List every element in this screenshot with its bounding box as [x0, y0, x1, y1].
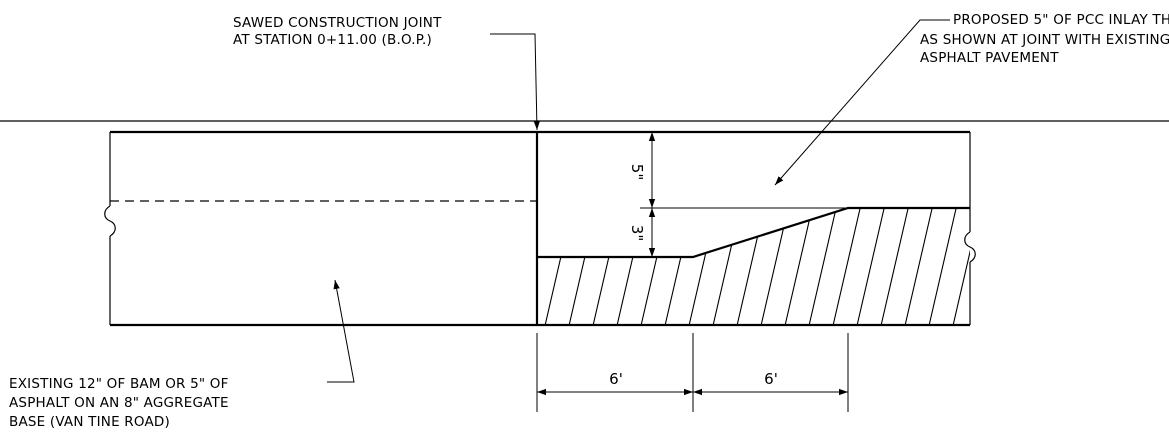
hatch-line: [687, 208, 719, 325]
proposed-inlay-note-line-3: ASPHALT PAVEMENT: [920, 50, 1059, 66]
hatch-line: [976, 200, 1006, 330]
length-left-label: 6': [609, 370, 623, 388]
existing-pavement-note-line-1: EXISTING 12" OF BAM OR 5" OF: [9, 376, 229, 392]
left-break-line: [104, 132, 116, 325]
hatch-line: [615, 208, 647, 325]
length-right-label: 6': [764, 370, 778, 388]
hatch-line: [855, 208, 887, 325]
proposed-inlay-note-line-2: AS SHOWN AT JOINT WITH EXISTING: [920, 32, 1169, 48]
hatch-line: [567, 208, 599, 325]
hatch-line: [783, 208, 815, 325]
proposed-inlay-note-cont: AS SHOWN AT JOINT WITH EXISTING ASPHALT …: [920, 32, 1169, 66]
depth-top-label: 5": [628, 164, 646, 180]
hatch-line: [663, 208, 695, 325]
hatch-line: [711, 208, 743, 325]
depth-bottom-label: 3": [628, 225, 646, 241]
existing-pavement-note-line-2: ASPHALT ON AN 8" AGGREGATE: [9, 395, 229, 411]
hatch-line: [1000, 200, 1030, 330]
hatch-line: [807, 208, 839, 325]
depth-dimension: [640, 132, 848, 257]
road-surface-lines: [0, 120, 1169, 327]
sawed-joint-note-line-2: AT STATION 0+11.00 (B.O.P.): [233, 32, 432, 48]
hatch-line: [951, 208, 970, 325]
hatch-line: [537, 208, 551, 325]
hatch-line: [927, 208, 959, 325]
proposed-inlay-note: PROPOSED 5" OF PCC INLAY THICKENED: [953, 12, 1169, 28]
hatch-line: [759, 208, 791, 325]
existing-asphalt-hatch: [537, 200, 1030, 330]
hatch-line: [735, 208, 767, 325]
right-break-line: [964, 132, 976, 325]
proposed-inlay-note-line-1: PROPOSED 5" OF PCC INLAY THICKENED: [953, 12, 1169, 28]
length-dimension: [536, 333, 849, 412]
hatch-line: [543, 208, 575, 325]
existing-pavement-note-line-3: BASE (VAN TINE ROAD): [9, 414, 170, 430]
leader-lines: [327, 19, 950, 383]
hatch-line: [639, 208, 671, 325]
sawed-joint-note-line-1: SAWED CONSTRUCTION JOINT: [233, 15, 442, 31]
existing-pavement-note: EXISTING 12" OF BAM OR 5" OF ASPHALT ON …: [9, 376, 233, 430]
hatch-line: [903, 208, 935, 325]
hatch-line: [879, 208, 911, 325]
sawed-joint-note: SAWED CONSTRUCTION JOINT AT STATION 0+11…: [233, 15, 446, 48]
hatch-line: [831, 208, 863, 325]
existing-asphalt-outline: [537, 206, 970, 259]
hatch-line: [591, 208, 623, 325]
